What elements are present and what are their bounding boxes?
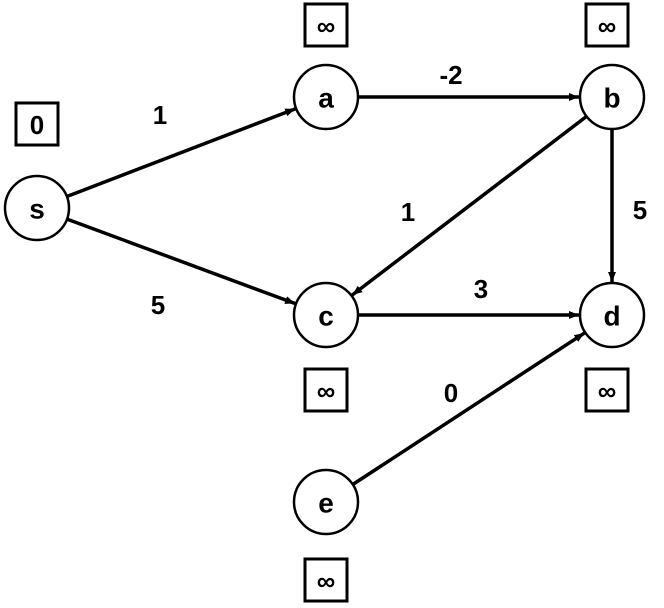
- edge-weight-b-c: 1: [401, 197, 415, 227]
- node-circle-c: [292, 281, 360, 349]
- edges: [66, 93, 616, 486]
- distance-value-c: ∞: [317, 376, 336, 406]
- distance-value-s: 0: [30, 110, 44, 140]
- distance-labels: 0 ∞ ∞ ∞ ∞ ∞: [14, 2, 630, 603]
- edge-weight-b-d: 5: [633, 195, 647, 225]
- node-label-d: d: [603, 301, 620, 332]
- distance-frame-c: [303, 367, 349, 413]
- nodes: s a b c d e: [3, 63, 646, 536]
- node-e: e: [292, 468, 360, 536]
- distance-frame-s: [14, 101, 60, 147]
- node-circle-d: [578, 281, 646, 349]
- edge-weight-c-d: 3: [474, 274, 488, 304]
- edge-b-c: [351, 115, 588, 297]
- edge-weights: 1 5 -2 1 5 3 0: [151, 60, 647, 408]
- distance-box-b: ∞: [584, 2, 630, 48]
- distance-value-b: ∞: [598, 11, 617, 41]
- distance-value-e: ∞: [317, 566, 336, 596]
- distance-box-c: ∞: [303, 367, 349, 413]
- distance-box-d: ∞: [584, 367, 630, 413]
- distance-value-d: ∞: [598, 376, 617, 406]
- distance-box-a: ∞: [303, 2, 349, 48]
- edge-s-a: [66, 107, 296, 199]
- node-label-e: e: [318, 488, 334, 519]
- edge-weight-s-a: 1: [153, 100, 167, 130]
- node-c: c: [292, 281, 360, 349]
- edge-weight-e-d: 0: [444, 378, 458, 408]
- distance-frame-a: [303, 2, 349, 48]
- edge-weight-a-b: -2: [439, 60, 462, 90]
- distance-frame-d: [584, 367, 630, 413]
- node-circle-e: [292, 468, 360, 536]
- distance-box-s: 0: [14, 101, 60, 147]
- node-d: d: [578, 281, 646, 349]
- node-label-b: b: [603, 83, 620, 114]
- node-label-a: a: [318, 83, 334, 114]
- distance-frame-e: [303, 557, 349, 603]
- node-circle-a: [292, 63, 360, 131]
- node-label-c: c: [318, 301, 334, 332]
- edge-weight-s-c: 5: [151, 290, 165, 320]
- distance-frame-b: [584, 2, 630, 48]
- distance-value-a: ∞: [317, 11, 336, 41]
- node-circle-b: [578, 63, 646, 131]
- edge-s-c: [66, 217, 296, 306]
- edge-e-d: [351, 331, 586, 486]
- node-b: b: [578, 63, 646, 131]
- node-label-s: s: [29, 194, 45, 225]
- distance-box-e: ∞: [303, 557, 349, 603]
- node-s: s: [3, 174, 71, 242]
- node-a: a: [292, 63, 360, 131]
- node-circle-s: [3, 174, 71, 242]
